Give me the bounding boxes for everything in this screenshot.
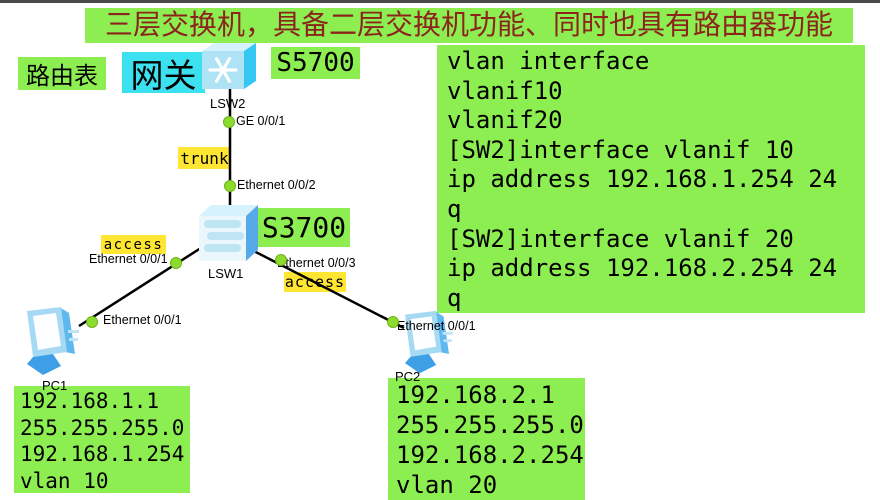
pc-stand: [27, 354, 61, 375]
config-line: [SW2]interface vlanif 10: [447, 135, 794, 164]
switch-slats: [204, 220, 244, 252]
pc1-icon[interactable]: [22, 306, 80, 378]
port-dot-pc1-eth001: [86, 316, 98, 328]
port-dot-pc2-eth001: [387, 316, 399, 328]
pc1-config-line: vlan 10: [20, 468, 109, 493]
pc-side: [59, 307, 75, 354]
pc1-config-line: 255.255.255.0: [20, 415, 185, 440]
config-panel: vlan interface vlanif10 vlanif20 [SW2]in…: [437, 45, 865, 313]
gateway-label: 网关: [122, 52, 205, 94]
pc-stand: [405, 354, 437, 374]
title-banner: 三层交换机，具备二层交换机功能、同时也具有路由器功能: [85, 8, 853, 43]
port-label-lsw1-eth003: Ethernet 0/0/3: [277, 256, 356, 270]
pc2-config-line: 192.168.2.1: [396, 381, 555, 409]
pc2-config-line: 255.255.255.0: [396, 411, 584, 439]
switch-side-face: [246, 205, 258, 261]
port-dot-lsw1-eth003: [275, 254, 287, 266]
pc2-icon[interactable]: [398, 310, 456, 376]
config-line: vlanif20: [447, 106, 563, 135]
port-label-pc1-eth001: Ethernet 0/0/1: [103, 313, 182, 327]
pc-keyboard-mark: [443, 339, 452, 343]
port-label-lsw1-eth001: Ethernet 0/0/1: [89, 252, 168, 266]
config-line: q: [447, 283, 462, 312]
config-line: vlan interface: [447, 47, 650, 75]
lsw1-name-label: LSW1: [208, 266, 244, 281]
pc2-config-box: 192.168.2.1 255.255.255.0 192.168.2.254 …: [388, 378, 585, 500]
port-dot-lsw1-eth001: [170, 257, 182, 269]
config-line: [SW2]interface vlanif 20: [447, 224, 794, 253]
s5700-badge: S5700: [271, 47, 360, 79]
pc-keyboard-mark: [442, 332, 453, 335]
window-top-edge: [0, 0, 880, 3]
pc-side: [434, 310, 449, 354]
pc2-config-line: vlan 20: [396, 471, 498, 499]
pc1-config-line: 192.168.1.1: [20, 389, 160, 413]
trunk-label: trunk: [178, 147, 231, 169]
snowflake-center: [219, 66, 227, 74]
pc1-config-line: 192.168.1.254: [20, 442, 185, 466]
config-line: ip address 192.168.2.254 24: [447, 254, 838, 283]
pc-keyboard-mark: [68, 330, 79, 333]
link-lsw1-pc1: [78, 244, 205, 328]
pc-keyboard-mark: [69, 338, 78, 341]
lsw2-switch-icon[interactable]: [202, 43, 258, 89]
pc-screen: [33, 313, 61, 350]
port-dot-lsw2-eth002: [224, 180, 236, 192]
port-label-lsw2-ge001: GE 0/0/1: [236, 114, 286, 128]
switch-top-face: [202, 43, 256, 51]
s3700-badge: S3700: [258, 208, 350, 247]
pc2-config-line: 192.168.2.254: [396, 441, 584, 469]
port-label-pc2-eth001: Ethernet 0/0/1: [397, 319, 476, 333]
port-label-lsw2-eth002: Ethernet 0/0/2: [237, 178, 316, 192]
pc2-name-label: PC2: [395, 369, 421, 384]
access-label-left: access: [101, 235, 166, 254]
config-line: q: [447, 194, 462, 223]
link-lsw1-pc2: [245, 245, 405, 330]
pc1-name-label: PC1: [42, 378, 68, 393]
pc1-config-box: 192.168.1.1 255.255.255.0 192.168.1.254 …: [14, 386, 190, 493]
config-line: vlanif10: [447, 76, 563, 105]
routing-table-label: 路由表: [18, 57, 106, 90]
lsw1-switch-icon[interactable]: [199, 205, 261, 261]
pc-screen: [410, 316, 437, 351]
config-line: ip address 192.168.1.254 24: [447, 165, 838, 194]
port-dot-lsw2-ge001: [223, 116, 235, 128]
switch-top-face: [199, 205, 258, 216]
switch-side-face: [244, 43, 256, 89]
lsw2-name-label: LSW2: [210, 96, 246, 111]
